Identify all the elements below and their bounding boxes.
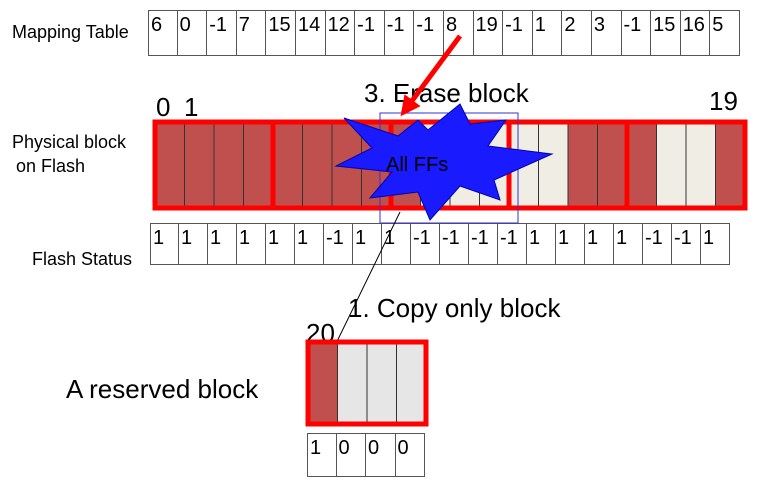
mapping-table-cell-8: -1 <box>384 10 415 56</box>
flash-status-cell-13: 1 <box>527 223 556 265</box>
mapping-table-cell-0: 6 <box>148 10 178 56</box>
block-index-1: 1 <box>184 92 199 122</box>
mapping-table-cell-19: 5 <box>710 10 740 56</box>
mapping-table-cell-5: 14 <box>295 10 326 56</box>
flash-status-cell-18: -1 <box>672 223 701 265</box>
block-group-frame-4 <box>624 119 748 211</box>
physical-block-14 <box>567 121 598 209</box>
physical-block-13 <box>538 121 569 209</box>
physical-block-0 <box>154 121 185 209</box>
mapping-table-cell-17: 15 <box>651 10 681 56</box>
copy-arrow <box>326 211 401 363</box>
mapping-table-cell-15: 3 <box>591 10 622 56</box>
block-index-19: 19 <box>709 86 738 116</box>
mapping-table-cell-1: 0 <box>177 10 208 56</box>
physical-block-4 <box>272 121 303 209</box>
mapping-table-label: Mapping Table <box>12 22 129 42</box>
on-flash-label: on Flash <box>16 156 86 176</box>
erase-burst-shape <box>334 103 554 221</box>
flash-status-label: Flash Status <box>32 249 133 269</box>
reserved-blocks <box>307 341 427 425</box>
mapping-table-cell-16: -1 <box>621 10 652 56</box>
physical-block-2 <box>213 121 244 209</box>
mapping-table-cell-6: 12 <box>325 10 356 56</box>
flash-status-cell-5: 1 <box>295 223 324 265</box>
flash-status-cell-11: -1 <box>469 223 498 265</box>
mapping-table-cell-14: 2 <box>562 10 592 56</box>
reserved-status-cell-3: 0 <box>395 433 425 477</box>
mapping-table-cell-3: 7 <box>236 10 267 56</box>
physical-block-1 <box>184 121 215 209</box>
physical-block-15 <box>597 121 628 209</box>
flash-status-cell-15: 1 <box>585 223 614 265</box>
physical-block-17 <box>656 121 687 209</box>
physical-block-3 <box>243 121 274 209</box>
reserved-block-3 <box>396 341 427 425</box>
flash-status-cell-19: 1 <box>701 223 730 265</box>
mapping-table-cell-9: -1 <box>414 10 444 56</box>
reserved-block-1 <box>337 341 368 425</box>
reserved-block-0 <box>307 341 338 425</box>
flash-status-cell-16: 1 <box>614 223 643 265</box>
flash-status-cell-2: 1 <box>208 223 237 265</box>
reserved-block-label: A reserved block <box>66 374 259 404</box>
flash-status-cell-9: -1 <box>411 223 440 265</box>
physical-block-label: Physical block <box>12 132 127 152</box>
physical-block-19 <box>715 121 746 209</box>
erase-arrow <box>400 34 463 117</box>
burst-label: All FFs <box>386 154 448 176</box>
mapping-table-cell-18: 16 <box>680 10 711 56</box>
physical-block-5 <box>302 121 333 209</box>
copy-step-caption: 1. Copy only block <box>348 293 561 323</box>
erase-step-caption: 3. Erase block <box>364 78 529 108</box>
reserved-block-2 <box>366 341 397 425</box>
reserved-status-cell-1: 0 <box>336 433 366 477</box>
mapping-table-cell-2: -1 <box>207 10 237 56</box>
mapping-table-cell-4: 15 <box>266 10 296 56</box>
mapping-table-cell-13: 1 <box>532 10 563 56</box>
physical-block-18 <box>685 121 716 209</box>
mapping-table-cell-7: -1 <box>355 10 385 56</box>
flash-status-cell-3: 1 <box>237 223 266 265</box>
reserved-status-cell-2: 0 <box>366 433 396 477</box>
flash-status-cell-8: 1 <box>382 223 411 265</box>
flash-status-cell-1: 1 <box>179 223 208 265</box>
mapping-table-cell-12: -1 <box>503 10 533 56</box>
physical-block-16 <box>626 121 657 209</box>
reserved-block-frame <box>305 339 429 427</box>
flash-status-cell-12: -1 <box>498 223 527 265</box>
flash-status-cell-6: -1 <box>324 223 353 265</box>
flash-status-cell-0: 1 <box>150 223 179 265</box>
mapping-table-cell-11: 19 <box>473 10 504 56</box>
reserved-status-cell-0: 1 <box>307 433 337 477</box>
block-index-0: 0 <box>156 92 171 122</box>
flash-status-cell-17: -1 <box>643 223 672 265</box>
flash-status-cell-4: 1 <box>266 223 295 265</box>
flash-status-cell-14: 1 <box>556 223 585 265</box>
